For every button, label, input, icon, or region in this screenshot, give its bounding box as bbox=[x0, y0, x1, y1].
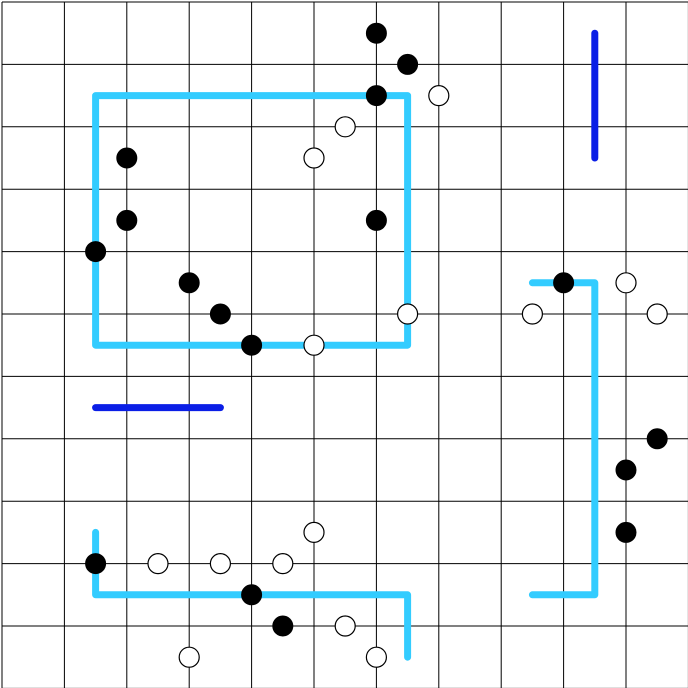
black-dot[interactable] bbox=[615, 521, 637, 543]
white-dot[interactable] bbox=[397, 303, 419, 325]
white-dot[interactable] bbox=[303, 334, 325, 356]
white-dot[interactable] bbox=[178, 646, 200, 668]
black-dot[interactable] bbox=[116, 209, 138, 231]
black-dot[interactable] bbox=[365, 209, 387, 231]
black-dot[interactable] bbox=[85, 241, 107, 263]
black-dot[interactable] bbox=[85, 553, 107, 575]
black-dot[interactable] bbox=[178, 272, 200, 294]
black-dot[interactable] bbox=[397, 53, 419, 75]
white-dot[interactable] bbox=[303, 521, 325, 544]
black-dot[interactable] bbox=[365, 85, 387, 107]
black-dot[interactable] bbox=[553, 272, 575, 294]
black-dot[interactable] bbox=[116, 147, 138, 169]
black-dot[interactable] bbox=[646, 428, 668, 450]
black-dot[interactable] bbox=[241, 334, 263, 356]
black-dot[interactable] bbox=[365, 22, 387, 44]
black-dot[interactable] bbox=[272, 615, 294, 637]
black-dot[interactable] bbox=[241, 584, 263, 606]
white-dot[interactable] bbox=[334, 116, 356, 138]
dot-layer bbox=[85, 22, 668, 668]
white-dot[interactable] bbox=[646, 303, 668, 325]
white-dot[interactable] bbox=[147, 552, 169, 575]
white-dot[interactable] bbox=[615, 272, 637, 294]
black-dot[interactable] bbox=[615, 459, 637, 481]
black-dot[interactable] bbox=[209, 303, 231, 325]
white-dot[interactable] bbox=[521, 303, 544, 325]
white-dot[interactable] bbox=[428, 84, 450, 107]
white-dot[interactable] bbox=[303, 147, 325, 169]
white-dot[interactable] bbox=[272, 552, 294, 575]
white-dot[interactable] bbox=[209, 552, 231, 575]
white-dot[interactable] bbox=[334, 615, 356, 637]
white-dot[interactable] bbox=[365, 646, 387, 668]
